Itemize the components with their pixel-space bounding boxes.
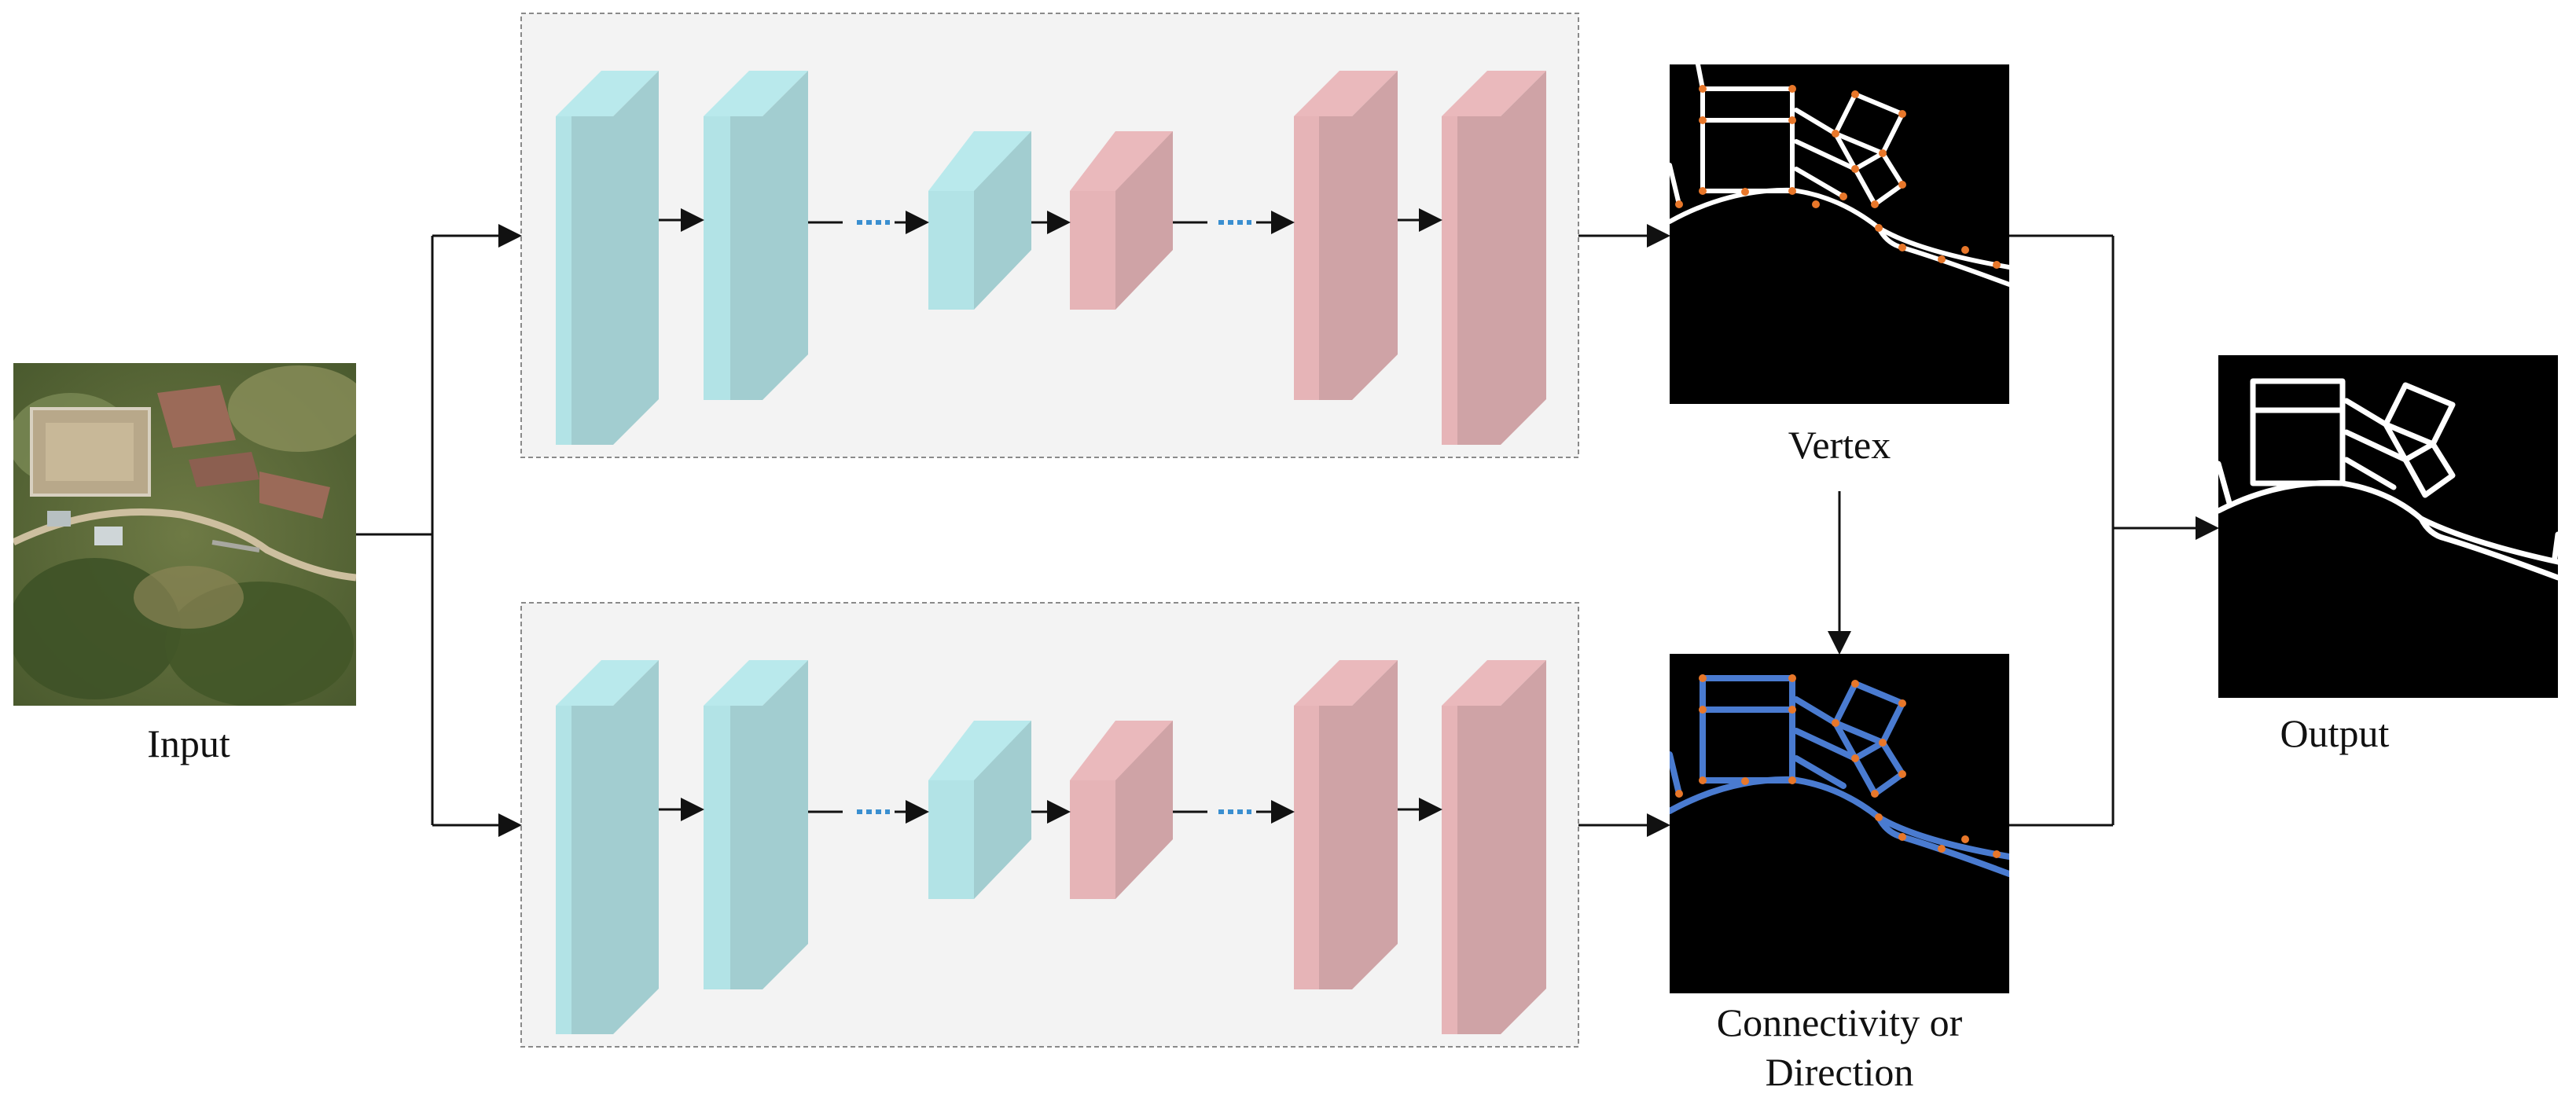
- input-label: Input: [147, 721, 230, 765]
- bottom-network-panel: [520, 602, 1579, 1048]
- bottom-encoder-block-1: [556, 660, 659, 1034]
- bottom-decoder-bottleneck: [1070, 721, 1173, 899]
- output-label: Output: [2280, 711, 2390, 755]
- vertex-label: Vertex: [1788, 423, 1891, 467]
- connectivity-label-line1: Connectivity or: [1716, 1000, 1963, 1044]
- top-encoder-block-2: [704, 71, 808, 400]
- bottom-internal-arrows: [659, 798, 1442, 824]
- merge-connector: [2009, 234, 2219, 827]
- top-internal-arrows: [659, 208, 1442, 234]
- top-network-panel: [520, 13, 1579, 458]
- connectivity-label-line2: Direction: [1765, 1049, 1914, 1094]
- output-map-image: [2218, 355, 2558, 698]
- bottom-encoder-bottleneck: [928, 721, 1031, 899]
- top-encoder-block-1: [556, 71, 659, 445]
- connectivity-label: Connectivity or Direction: [1627, 998, 2052, 1096]
- panel-output-arrows: [1578, 224, 1851, 837]
- top-encoder-bottleneck: [928, 131, 1031, 310]
- vertex-map-image: [1670, 64, 2009, 404]
- top-decoder-block-2: [1294, 71, 1398, 400]
- top-decoder-bottleneck: [1070, 131, 1173, 310]
- input-split-connector: [356, 224, 522, 837]
- bottom-decoder-block-2: [1294, 660, 1398, 989]
- top-decoder-block-1: [1442, 71, 1546, 445]
- input-satellite-image: [13, 363, 356, 706]
- connectivity-map-image: [1670, 654, 2009, 993]
- bottom-encoder-block-2: [704, 660, 808, 989]
- bottom-decoder-block-1: [1442, 660, 1546, 1034]
